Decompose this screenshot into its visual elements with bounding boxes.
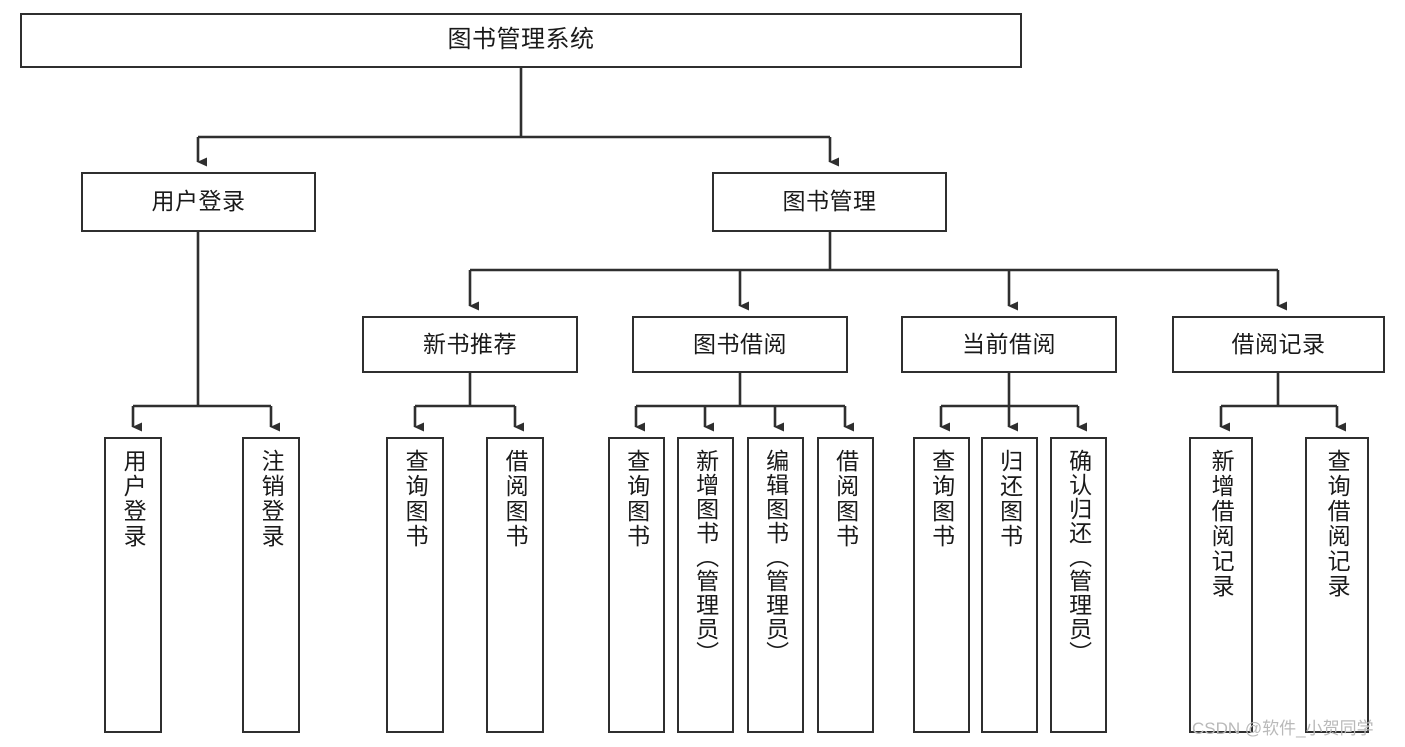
- node-leaf-edit-book[interactable]: 编辑图书（管理员）: [747, 437, 804, 733]
- node-book-manage[interactable]: 图书管理: [712, 172, 947, 232]
- node-label: 借阅图书: [502, 449, 529, 549]
- node-label: 查询图书: [928, 449, 955, 549]
- node-label: 查询图书: [402, 449, 429, 549]
- node-label: 编辑图书（管理员）: [762, 449, 789, 665]
- node-label: 借阅图书: [832, 449, 859, 549]
- node-label: 新增借阅记录: [1208, 449, 1235, 599]
- node-leaf-confirm-return[interactable]: 确认归还（管理员）: [1050, 437, 1107, 733]
- node-leaf-query-book-current[interactable]: 查询图书: [913, 437, 970, 733]
- node-current-borrow[interactable]: 当前借阅: [901, 316, 1117, 373]
- node-leaf-query-book-recommend[interactable]: 查询图书: [386, 437, 444, 733]
- node-leaf-query-book-borrow[interactable]: 查询图书: [608, 437, 665, 733]
- csdn-watermark: CSDN @软件_小贺同学: [1192, 719, 1374, 738]
- node-leaf-user-login[interactable]: 用户登录: [104, 437, 162, 733]
- node-label: 注销登录: [258, 449, 285, 549]
- node-label: 新增图书（管理员）: [692, 449, 719, 665]
- node-leaf-return-book[interactable]: 归还图书: [981, 437, 1038, 733]
- node-book-borrow[interactable]: 图书借阅: [632, 316, 848, 373]
- node-label: 查询借阅记录: [1324, 449, 1351, 599]
- node-new-book-recommend[interactable]: 新书推荐: [362, 316, 578, 373]
- node-label: 图书管理: [782, 188, 877, 215]
- node-leaf-borrow-book[interactable]: 借阅图书: [817, 437, 874, 733]
- node-leaf-borrow-book-recommend[interactable]: 借阅图书: [486, 437, 544, 733]
- node-label: 当前借阅: [962, 330, 1056, 357]
- node-label: 新书推荐: [423, 330, 517, 357]
- node-leaf-query-borrow-record[interactable]: 查询借阅记录: [1305, 437, 1369, 733]
- node-borrow-record[interactable]: 借阅记录: [1172, 316, 1385, 373]
- node-label: 用户登录: [120, 449, 147, 549]
- node-label: 图书借阅: [693, 330, 787, 357]
- node-leaf-add-book[interactable]: 新增图书（管理员）: [677, 437, 734, 733]
- node-label: 借阅记录: [1231, 330, 1326, 357]
- node-label: 图书管理系统: [447, 26, 595, 54]
- node-leaf-add-borrow-record[interactable]: 新增借阅记录: [1189, 437, 1253, 733]
- node-label: 查询图书: [623, 449, 650, 549]
- node-label: 用户登录: [151, 188, 246, 215]
- node-user-login[interactable]: 用户登录: [81, 172, 316, 232]
- node-root-book-management-system[interactable]: 图书管理系统: [20, 13, 1022, 68]
- node-label: 确认归还（管理员）: [1065, 449, 1092, 665]
- node-leaf-user-logout[interactable]: 注销登录: [242, 437, 300, 733]
- node-label: 归还图书: [996, 449, 1023, 549]
